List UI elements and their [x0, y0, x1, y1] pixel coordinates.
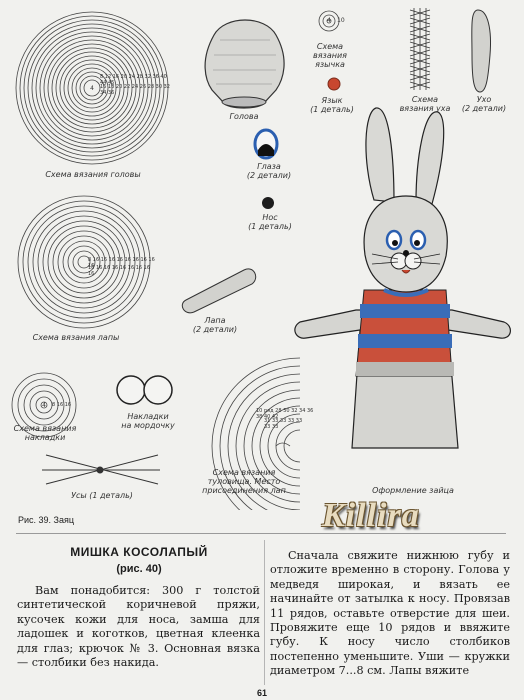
label-body-scheme: Схема вязания туловища. Место присоедине…	[202, 468, 286, 495]
article-text-right: Сначала свяжите нижнюю губу и отложите в…	[270, 549, 510, 678]
head-ring-numbers: 8 12 16 20 24 28 32 36 40 44 45	[100, 74, 167, 86]
paw-scheme-diagram	[17, 195, 151, 329]
tongue-part	[327, 77, 341, 91]
ear-scheme-diagram	[409, 8, 431, 90]
head-part-drawing	[204, 19, 285, 109]
label-head: Голова	[229, 112, 259, 121]
label-paw-scheme: Схема вязания лапы	[32, 333, 120, 342]
label-hare-design: Оформление зайца	[372, 486, 454, 495]
paw-ring-numbers: 8 16 16 16 16 16 16 16 16 16	[88, 257, 155, 269]
hare-illustration	[294, 107, 511, 449]
tongue-center-number: 4	[327, 17, 331, 24]
label-tongue: Язык (1 деталь)	[310, 96, 354, 114]
figure-hare	[11, 8, 511, 510]
column-divider	[264, 540, 265, 685]
label-paw: Лапа (2 детали)	[192, 316, 238, 334]
patch-scheme-diagram	[11, 372, 77, 438]
label-patch-scheme: Схема вязания накладки	[13, 424, 77, 442]
article-text-left: Вам понадобится: 300 г толстой синтетиче…	[17, 584, 260, 670]
figure-caption: Рис. 39. Заяц	[18, 515, 75, 525]
label-nose: Нос (1 деталь)	[248, 213, 292, 231]
label-ear: Ухо (2 детали)	[461, 95, 507, 113]
muzzle-patches	[116, 375, 173, 405]
label-muzzle-patches: Накладки на мордочку	[121, 412, 175, 430]
label-head-scheme: Схема вязания головы	[45, 170, 141, 179]
body-ring-numbers: 10 ряд 28 30 32 34 36 38 40 42	[256, 408, 314, 420]
label-ear-scheme: Схема вязания уха	[399, 95, 451, 113]
label-whiskers: Усы (1 деталь)	[71, 491, 133, 500]
article-subtitle: (рис. 40)	[116, 563, 162, 575]
whiskers-part	[42, 454, 160, 485]
head-ring-numbers-2: 16 18 20 22 24 26 28 30 32 34 36	[100, 84, 170, 96]
head-center-number: 4	[90, 85, 94, 92]
eye-part	[253, 128, 279, 160]
paw-part	[181, 268, 257, 314]
tongue-ring-number: 10	[337, 17, 345, 24]
divider	[16, 533, 506, 534]
article-title: МИШКА КОСОЛАПЫЙ	[70, 545, 208, 559]
patch-ring-numbers: 8 16 16	[52, 402, 72, 408]
body-scheme-diagram	[211, 357, 301, 510]
body-ring-numbers-2: 31 33 33 33 33 33 33	[264, 418, 303, 430]
page-number: 61	[256, 688, 267, 698]
head-scheme-diagram	[15, 11, 169, 165]
nose-part	[262, 197, 274, 209]
label-tongue-scheme: Схема вязания язычка	[313, 42, 347, 69]
tongue-scheme-diagram	[318, 10, 340, 32]
ear-part	[471, 9, 491, 93]
label-eyes: Глаза (2 детали)	[246, 162, 292, 180]
paw-ring-numbers-2: 16 16 16 16 16 16 16 16 16	[88, 265, 151, 277]
patch-center-number: 4	[42, 402, 46, 409]
watermark-logo: Killira	[322, 497, 420, 534]
